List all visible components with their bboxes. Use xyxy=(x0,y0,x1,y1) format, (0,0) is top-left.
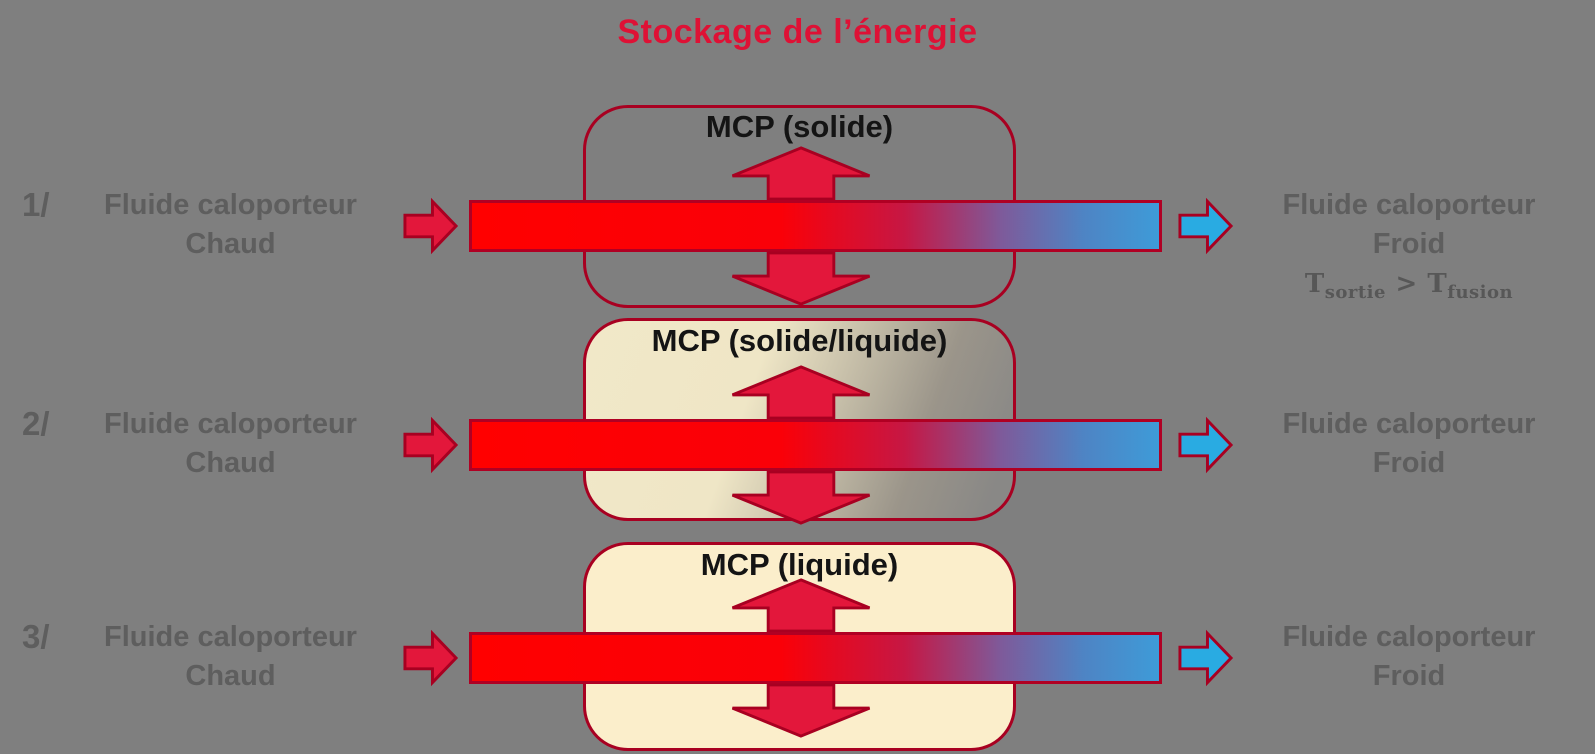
hot-fluid-line1: Fluide caloporteur xyxy=(104,189,357,221)
hot-fluid-label: Fluide caloporteur Chaud xyxy=(83,186,378,264)
hot-fluid-line1: Fluide caloporteur xyxy=(104,408,357,440)
heat-gradient-bar xyxy=(469,200,1162,252)
heat-up-arrow-icon xyxy=(726,577,876,633)
cold-fluid-label: Fluide caloporteur Froid Tsortie > Tfusi… xyxy=(1248,186,1570,304)
cold-flow-arrow-icon xyxy=(1177,197,1234,255)
heat-down-arrow-icon xyxy=(726,683,876,739)
hot-fluid-line2: Chaud xyxy=(185,447,276,479)
hot-fluid-line2: Chaud xyxy=(185,660,276,692)
diagram-title: Stockage de l’énergie xyxy=(617,13,978,51)
row-number: 2/ xyxy=(22,405,50,442)
hot-fluid-label: Fluide caloporteur Chaud xyxy=(83,618,378,696)
cold-fluid-label: Fluide caloporteur Froid xyxy=(1248,405,1570,483)
cold-fluid-line2: Froid xyxy=(1372,228,1446,260)
heat-down-arrow-icon xyxy=(726,251,876,307)
cold-flow-arrow-icon xyxy=(1177,416,1234,474)
hot-flow-arrow-icon xyxy=(402,416,459,474)
hot-fluid-line2: Chaud xyxy=(185,228,276,260)
row-number: 3/ xyxy=(22,618,50,655)
mcp-box-label: MCP (solide) xyxy=(705,109,894,144)
mcp-box-label: MCP (liquide) xyxy=(700,547,899,582)
cold-fluid-line2: Froid xyxy=(1372,447,1446,479)
cold-fluid-line2: Froid xyxy=(1372,660,1446,692)
heat-gradient-bar xyxy=(469,419,1162,471)
cold-fluid-label: Fluide caloporteur Froid xyxy=(1248,618,1570,696)
mcp-box-label: MCP (solide/liquide) xyxy=(651,323,948,358)
temperature-formula: Tsortie > Tfusion xyxy=(1304,269,1514,304)
hot-flow-arrow-icon xyxy=(402,197,459,255)
hot-flow-arrow-icon xyxy=(402,629,459,687)
heat-down-arrow-icon xyxy=(726,470,876,526)
hot-fluid-label: Fluide caloporteur Chaud xyxy=(83,405,378,483)
heat-gradient-bar xyxy=(469,632,1162,684)
heat-up-arrow-icon xyxy=(726,364,876,420)
cold-fluid-line1: Fluide caloporteur xyxy=(1282,408,1536,440)
row-number: 1/ xyxy=(22,186,50,223)
cold-flow-arrow-icon xyxy=(1177,629,1234,687)
heat-up-arrow-icon xyxy=(726,145,876,201)
cold-fluid-line1: Fluide caloporteur xyxy=(1282,189,1536,221)
hot-fluid-line1: Fluide caloporteur xyxy=(104,621,357,653)
cold-fluid-line1: Fluide caloporteur xyxy=(1282,621,1536,653)
